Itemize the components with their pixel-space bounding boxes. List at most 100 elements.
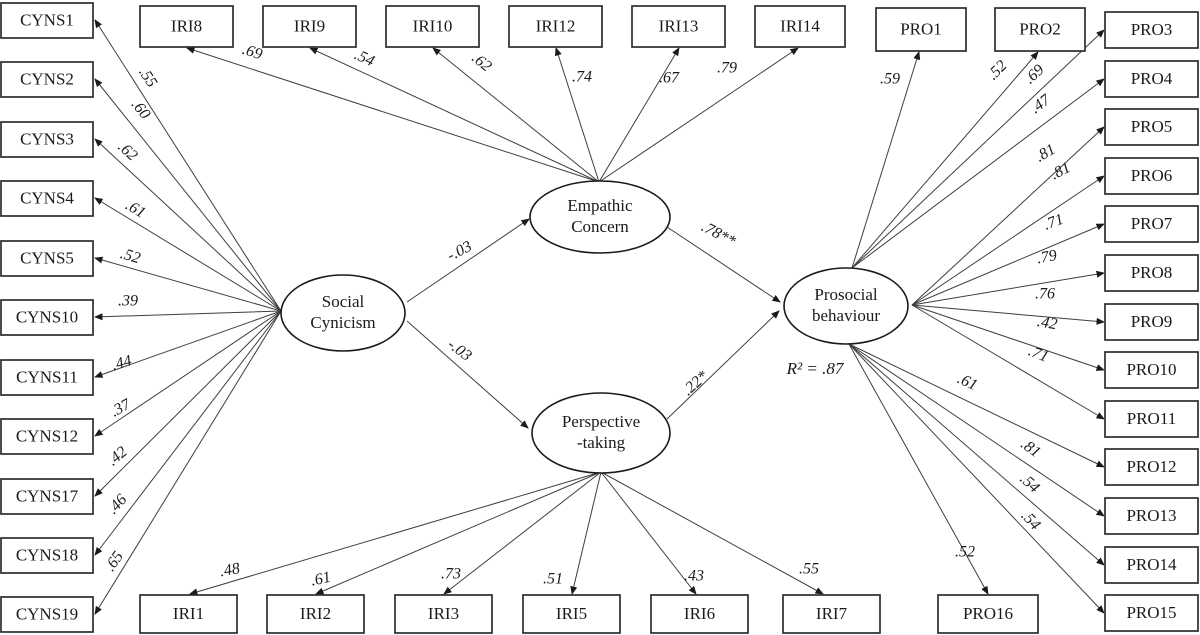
observed-box-IRI1 — [139, 594, 238, 634]
latent-ellipse-empathic-concern — [529, 180, 671, 254]
edge-social-cynicism-to-CYNS18 — [94, 310, 282, 556]
edge-perspective-taking-to-IRI3 — [443, 471, 602, 595]
path-coefficient-prosocial-behaviour-to-PRO8: .79 — [1036, 247, 1059, 267]
observed-variable-CYNS1: CYNS1 — [0, 2, 94, 39]
edge-social-cynicism-to-CYNS3 — [94, 138, 282, 312]
observed-label-IRI3: IRI3 — [428, 604, 459, 623]
observed-box-CYNS2 — [0, 61, 94, 98]
observed-label-PRO15: PRO15 — [1126, 603, 1176, 622]
path-coefficient-empathic-concern-to-IRI9: .54 — [352, 46, 377, 70]
edge-perspective-taking-to-prosocial-behaviour — [666, 310, 780, 420]
observed-box-PRO6 — [1104, 157, 1199, 195]
path-coefficient-social-cynicism-to-CYNS2: .60 — [128, 96, 154, 122]
observed-box-IRI9 — [262, 5, 357, 48]
observed-box-CYNS18 — [0, 537, 94, 574]
observed-box-IRI12 — [508, 5, 603, 48]
edges-layer — [94, 19, 1105, 615]
path-coefficient-prosocial-behaviour-to-PRO1: .59 — [880, 71, 900, 88]
path-coefficient-social-cynicism-to-CYNS1: .55 — [135, 65, 160, 91]
observed-variable-IRI6: IRI6 — [650, 594, 749, 634]
observed-variable-PRO14: PRO14 — [1104, 546, 1199, 584]
path-coefficient-empathic-concern-to-prosocial-behaviour: .78** — [699, 218, 739, 250]
observed-label-PRO13: PRO13 — [1126, 506, 1176, 525]
observed-box-CYNS5 — [0, 240, 94, 277]
observed-variable-CYNS11: CYNS11 — [0, 359, 94, 396]
observed-variable-PRO4: PRO4 — [1104, 60, 1199, 98]
observed-variable-IRI5: IRI5 — [522, 594, 621, 634]
observed-label-CYNS18: CYNS18 — [16, 545, 78, 564]
path-coefficient-prosocial-behaviour-to-PRO15: .54 — [1018, 507, 1044, 533]
observed-box-PRO8 — [1104, 254, 1199, 292]
path-coefficient-social-cynicism-to-perspective-taking: -.03 — [444, 336, 474, 365]
observed-variable-IRI2: IRI2 — [266, 594, 365, 634]
observed-variable-IRI14: IRI14 — [754, 5, 846, 48]
observed-label-CYNS3: CYNS3 — [20, 129, 74, 148]
path-coefficient-perspective-taking-to-IRI7: .55 — [799, 561, 819, 578]
observed-label-PRO16: PRO16 — [963, 604, 1013, 623]
path-coefficient-perspective-taking-to-IRI3: .73 — [441, 566, 461, 583]
observed-variable-PRO11: PRO11 — [1104, 400, 1199, 438]
observed-box-PRO11 — [1104, 400, 1199, 438]
observed-label-PRO1: PRO1 — [900, 19, 942, 38]
observed-label-CYNS17: CYNS17 — [16, 486, 79, 505]
observed-variable-IRI8: IRI8 — [139, 5, 234, 48]
latent-label-perspective-taking-line2: -taking — [577, 433, 626, 452]
observed-variable-PRO2: PRO2 — [994, 7, 1086, 52]
observed-label-PRO6: PRO6 — [1131, 166, 1173, 185]
observed-variable-PRO6: PRO6 — [1104, 157, 1199, 195]
path-coefficient-empathic-concern-to-IRI8: .69 — [240, 41, 264, 63]
path-coefficient-prosocial-behaviour-to-PRO6: .81 — [1048, 159, 1074, 183]
observed-box-PRO14 — [1104, 546, 1199, 584]
path-coefficient-prosocial-behaviour-to-PRO10: .42 — [1036, 313, 1059, 333]
observed-box-PRO1 — [875, 7, 967, 52]
path-coefficient-perspective-taking-to-IRI6: .43 — [684, 568, 704, 585]
latent-ellipse-perspective-taking — [531, 392, 671, 474]
observed-box-IRI13 — [631, 5, 726, 48]
edge-social-cynicism-to-CYNS10 — [94, 310, 282, 321]
observed-variable-PRO5: PRO5 — [1104, 108, 1199, 146]
observed-variable-CYNS4: CYNS4 — [0, 180, 94, 217]
labels-layer: .55.60.62.61.52.39.44.37.42.46.65.69.54.… — [102, 41, 1074, 590]
observed-box-PRO16 — [937, 594, 1039, 634]
edge-social-cynicism-to-perspective-taking — [406, 320, 529, 429]
latent-label-empathic-concern-line1: Empathic — [567, 196, 633, 215]
observed-box-PRO7 — [1104, 205, 1199, 243]
observed-label-CYNS5: CYNS5 — [20, 248, 74, 267]
observed-box-PRO13 — [1104, 497, 1199, 535]
observed-variable-IRI7: IRI7 — [782, 594, 881, 634]
observed-label-PRO12: PRO12 — [1126, 457, 1176, 476]
observed-label-IRI8: IRI8 — [171, 16, 202, 35]
edge-prosocial-behaviour-to-PRO1 — [851, 51, 921, 269]
observed-label-CYNS10: CYNS10 — [16, 307, 78, 326]
observed-label-PRO2: PRO2 — [1019, 19, 1061, 38]
latent-ellipse-prosocial-behaviour — [783, 267, 909, 345]
observed-label-IRI10: IRI10 — [413, 16, 453, 35]
path-coefficient-social-cynicism-to-CYNS12: .37 — [108, 396, 135, 421]
observed-box-IRI7 — [782, 594, 881, 634]
path-coefficient-social-cynicism-to-CYNS11: .44 — [110, 352, 134, 374]
edge-empathic-concern-to-prosocial-behaviour — [666, 226, 781, 303]
edge-empathic-concern-to-IRI14 — [598, 47, 799, 183]
observed-label-IRI9: IRI9 — [294, 16, 325, 35]
observed-label-PRO8: PRO8 — [1131, 263, 1173, 282]
latent-label-empathic-concern-line2: Concern — [571, 217, 629, 236]
path-coefficient-social-cynicism-to-CYNS5: .52 — [118, 245, 142, 267]
edge-perspective-taking-to-IRI7 — [600, 471, 824, 595]
observed-variable-CYNS3: CYNS3 — [0, 121, 94, 158]
observed-box-CYNS11 — [0, 359, 94, 396]
edge-prosocial-behaviour-to-PRO5 — [911, 126, 1105, 306]
path-coefficient-empathic-concern-to-IRI12: .74 — [572, 69, 592, 86]
edge-empathic-concern-to-IRI13 — [598, 47, 680, 183]
observed-box-CYNS12 — [0, 418, 94, 455]
observed-box-CYNS4 — [0, 180, 94, 217]
observed-label-IRI13: IRI13 — [659, 16, 699, 35]
path-coefficient-social-cynicism-to-CYNS17: .42 — [104, 443, 130, 469]
observed-variable-PRO1: PRO1 — [875, 7, 967, 52]
path-coefficient-prosocial-behaviour-to-PRO3: .69 — [1021, 61, 1047, 87]
edge-social-cynicism-to-CYNS5 — [94, 256, 282, 312]
edge-prosocial-behaviour-to-PRO9 — [911, 304, 1105, 325]
observed-variable-CYNS2: CYNS2 — [0, 61, 94, 98]
